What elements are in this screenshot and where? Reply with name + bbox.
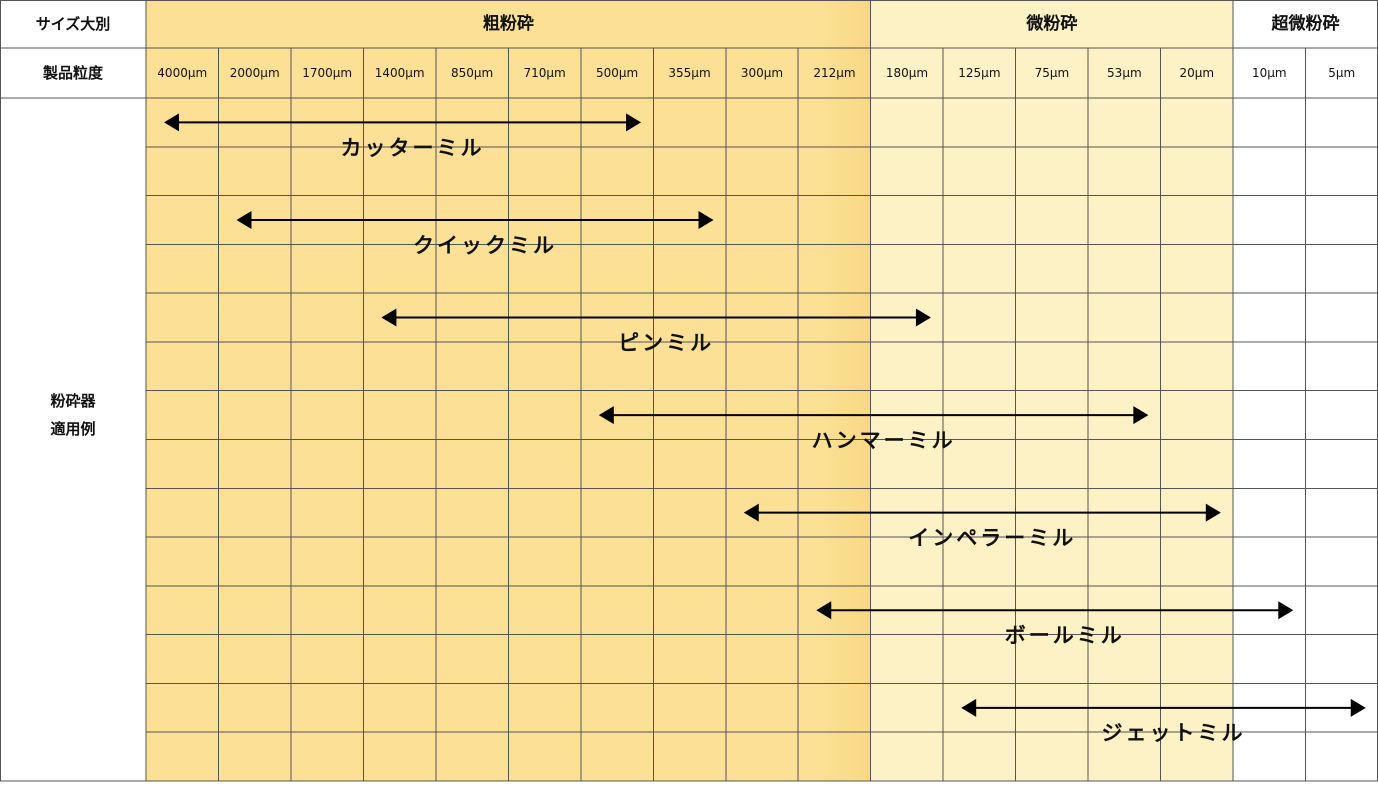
particle-size-tick: 75μm xyxy=(1035,66,1070,80)
arrow-head-left xyxy=(816,601,832,620)
arrow-head-right xyxy=(626,113,642,132)
particle-size-tick: 1400μm xyxy=(375,66,425,80)
particle-size-tick: 500μm xyxy=(596,66,638,80)
particle-size-tick: 125μm xyxy=(958,66,1000,80)
arrow-head-right xyxy=(915,308,931,327)
arrow-head-right xyxy=(698,210,714,229)
arrow-head-right xyxy=(1350,698,1366,717)
arrow-head-right xyxy=(1205,503,1221,522)
particle-size-tick: 20μm xyxy=(1180,66,1215,80)
mill-range-arrow xyxy=(164,113,642,132)
size-group-label: 微粉砕 xyxy=(1025,13,1077,34)
size-group-label: 粗粉砕 xyxy=(483,13,534,34)
particle-size-tick: 850μm xyxy=(451,66,493,80)
particle-size-tick: 355μm xyxy=(668,66,710,80)
particle-size-tick: 212μm xyxy=(813,66,855,80)
arrow-head-right xyxy=(1133,406,1149,425)
particle-size-tick: 2000μm xyxy=(230,66,280,80)
mill-name-label: ハンマーミル xyxy=(812,428,956,452)
arrow-head-left xyxy=(381,308,397,327)
mill-range-arrow xyxy=(816,601,1294,620)
mill-name-label: ピンミル xyxy=(618,331,714,355)
mill-name-label: インペラーミル xyxy=(908,526,1076,550)
arrow-head-left xyxy=(236,210,252,229)
particle-size-tick: 300μm xyxy=(741,66,783,80)
mill-range-arrow xyxy=(236,210,714,229)
arrow-head-left xyxy=(961,698,977,717)
particle-size-tick: 1700μm xyxy=(302,66,352,80)
particle-size-tick: 10μm xyxy=(1252,66,1287,80)
mill-name-label: ボールミル xyxy=(1005,624,1125,648)
particle-size-tick: 710μm xyxy=(523,66,565,80)
size-group-label: 超微粉砕 xyxy=(1272,13,1340,34)
arrow-head-left xyxy=(743,503,759,522)
mill-name-label: クイックミル xyxy=(413,233,557,257)
mill-name-label: ジェットミル xyxy=(1101,721,1245,745)
mill-range-arrow xyxy=(743,503,1221,522)
arrow-head-left xyxy=(598,406,614,425)
particle-size-tick: 4000μm xyxy=(157,66,207,80)
arrow-head-right xyxy=(1278,601,1294,620)
product-granularity-label: 製品粒度 xyxy=(42,64,104,82)
mill-range-arrow xyxy=(598,406,1149,425)
particle-size-tick: 53μm xyxy=(1107,66,1142,80)
particle-size-tick: 5μm xyxy=(1328,66,1355,80)
mill-range-arrow xyxy=(381,308,931,327)
arrow-head-left xyxy=(164,113,179,132)
mill-application-label: 粉砕器 xyxy=(50,392,96,410)
particle-size-tick: 180μm xyxy=(886,66,928,80)
mill-range-arrow xyxy=(961,698,1366,717)
size-category-label: サイズ大別 xyxy=(36,15,111,33)
mill-application-label: 適用例 xyxy=(50,420,95,438)
mill-name-label: カッターミル xyxy=(341,136,485,160)
